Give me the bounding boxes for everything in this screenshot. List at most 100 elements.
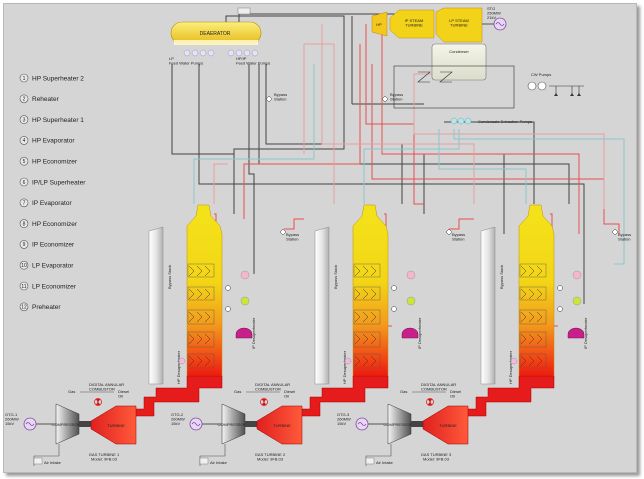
lp-turbine [435,7,483,43]
legend-label: HP Superheater 1 [32,117,84,124]
drum-valve-icon [391,285,397,291]
compressor [221,403,246,445]
hrsg-boiler [518,204,555,377]
legend-label: HP Economizer [32,159,78,166]
condensate-pumps-label: Condensate Extraction Pumps [478,119,532,124]
hrsg-tube-bank [353,353,381,369]
ip-desuperheater-label: IP Desuperheater [251,317,256,349]
bypass-stack-label: Bypass Stack [499,265,504,289]
legend-number: 12 [21,305,27,311]
ip-desuperheater-label: IP Desuperheater [417,317,422,349]
exhaust-duct [133,375,223,417]
desuperheater-valve-icon [344,357,352,365]
ip-drum [572,296,582,306]
legend-number-badge [19,156,29,166]
desuperheater-valve-icon [178,357,186,365]
legend-number-badge [19,302,29,312]
legend-number-badge [19,177,29,187]
legend-number-badge [19,198,29,208]
deaerator: DEAERATOR [170,7,262,45]
legend-item: 12 Preheater [19,302,61,312]
hp-drum [235,327,253,339]
legend-number: 7 [23,201,26,207]
bypass-stack-label: Bypass Stack [167,265,172,289]
bypass-stack-label: Bypass Stack [333,265,338,289]
legend-number-badge [19,94,29,104]
gas-turbine [422,405,469,445]
compressor-label: COMPRESSOR [218,422,247,427]
condenser: Condenser Condensate Extraction Pumps CW… [393,43,584,125]
legend-number-badge [19,115,29,124]
legend-number: 9 [23,242,26,248]
hrsg-tube-bank [519,286,547,301]
legend-item: 3 HP Superheater 1 [19,115,84,124]
legend-label: IP/LP Superheater [32,179,86,186]
bypass-stack [480,226,496,385]
hrsg-tube-bank [187,353,215,369]
legend-number: 3 [23,117,26,123]
legend-label: Preheater [32,304,61,311]
legend-label: LP Economizer [32,283,77,290]
lp-drum [240,270,250,280]
hrsg-tube-bank [519,331,547,348]
compressor-label: COMPRESSOR [52,422,81,427]
hrsg-tube-bank [353,309,381,325]
lp-drum [406,270,416,280]
drum-valve-icon [391,306,397,312]
bypass-stack [148,226,164,385]
combustor-icon [260,398,268,406]
combustor-icon [94,398,102,406]
hp-desuperheater-label: HP Desuperheater [176,350,181,384]
hrsg-tube-bank [519,263,547,278]
condenser-label: Condenser [449,49,469,54]
hrsg-tube-bank [187,331,215,348]
turbine-label: TURBINE [439,423,457,428]
hp-turbine-label: HP [376,22,382,27]
legend-item: 9 IP Economizer [19,240,75,249]
legend-item: 11 LP Economizer [19,281,77,291]
hp-desuperheater-label: HP Desuperheater [342,350,347,384]
hrsg-boiler [352,204,389,377]
ip-desuperheater-label: IP Desuperheater [583,317,588,349]
bypass-stack [314,226,330,385]
power-unit-3: Bypass Stack HP Desuperheater IP Desuperhe… [337,204,631,466]
air-intake-label: Air Intake [210,460,228,465]
hrsg-tube-bank [187,286,215,301]
hp-drum [401,327,419,339]
legend-label: HP Superheater 2 [32,75,84,82]
exhaust-duct [465,375,555,417]
legend-label: HP Economizer [32,221,78,228]
gas-supply-label: Gas [68,389,75,394]
hp-drum [567,327,585,339]
legend-label: IP Economizer [32,242,75,249]
hrsg-tube-bank [353,331,381,348]
power-unit-1: Bypass Stack HP Desuperheater IP Desuperhe… [5,204,299,466]
legend-number: 6 [23,180,26,186]
piping-network [171,13,625,327]
legend-number: 11 [21,284,26,290]
